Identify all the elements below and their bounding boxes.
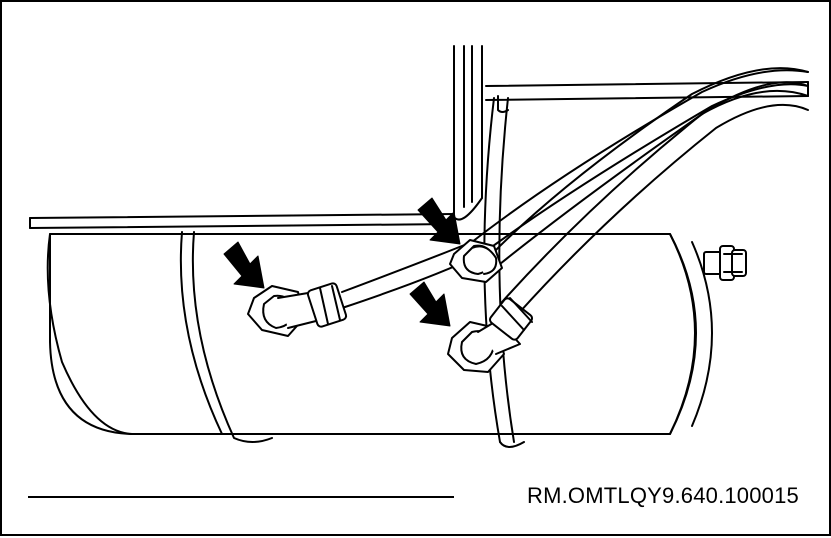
arrow-icon	[409, 281, 451, 327]
chassis-rail	[29, 213, 455, 229]
fitting-middle	[449, 239, 503, 283]
air-line-2	[487, 67, 809, 265]
callout-arrow-3	[409, 281, 451, 327]
callout-arrow-2	[417, 197, 461, 245]
mounting-bracket	[453, 45, 809, 221]
air-line-3	[501, 89, 809, 315]
air-line-1	[341, 69, 809, 309]
caption-divider	[28, 496, 454, 498]
drain-fitting	[703, 245, 747, 281]
fitting-lower	[447, 297, 534, 373]
air-tank	[46, 97, 713, 448]
callout-arrow-1	[223, 241, 265, 289]
fitting-left	[247, 282, 348, 337]
figure-reference-code: RM.OMTLQY9.640.100015	[526, 483, 799, 508]
arrow-icon	[417, 197, 461, 245]
pipe-nut-icon	[306, 282, 348, 328]
arrow-icon	[223, 241, 265, 289]
